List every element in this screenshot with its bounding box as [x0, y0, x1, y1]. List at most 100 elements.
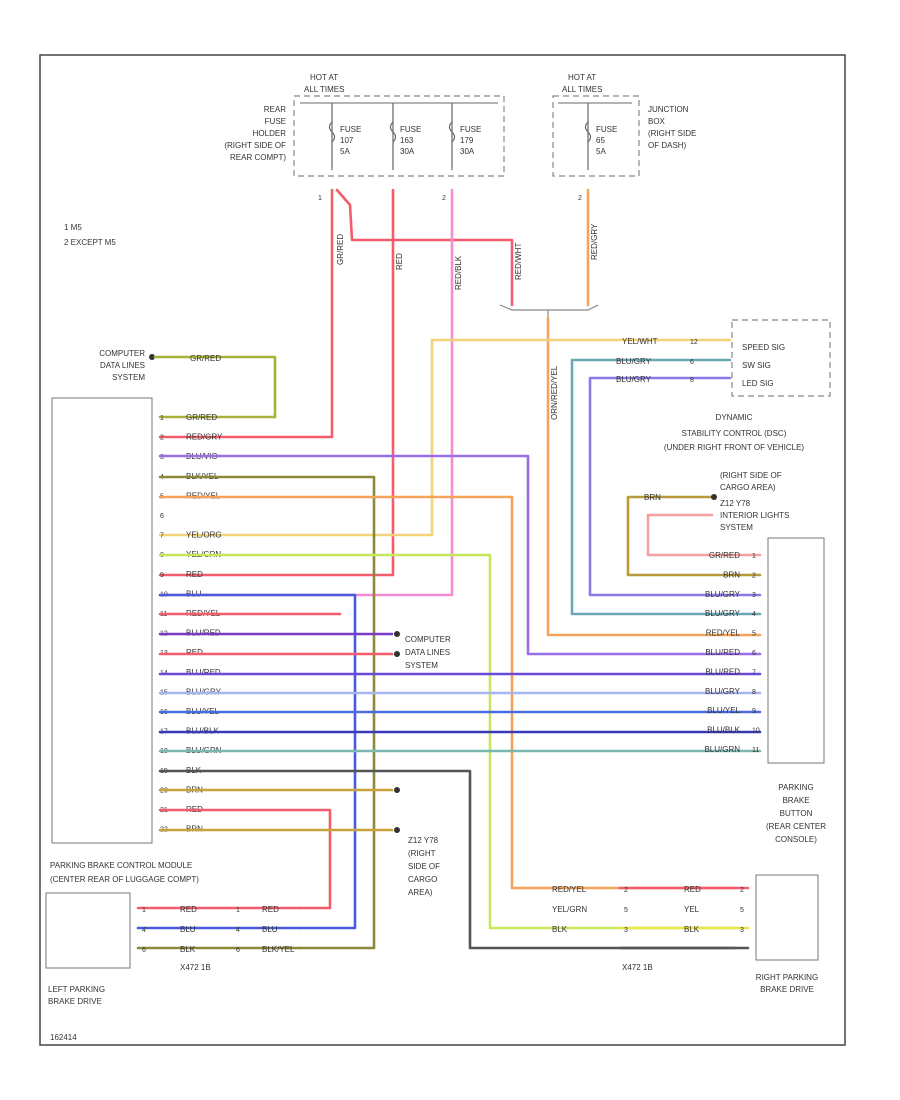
left-drive-label-1: LEFT PARKING	[48, 985, 105, 994]
connector-left-label: X472 1B	[180, 963, 211, 972]
wire-mod10-blue	[158, 593, 357, 930]
dsc-label-1: DYNAMIC	[716, 413, 753, 422]
rear-fuse-holder-1: REAR	[264, 105, 286, 114]
cargo-mid-2: (RIGHT	[408, 849, 436, 858]
fuse-163-num: 163	[400, 136, 414, 145]
fuse-65-symbol	[584, 121, 592, 143]
left-drive-wire-in: BLU	[180, 925, 196, 934]
wire-label-red: RED	[395, 253, 404, 270]
connector-dot-mid-1	[394, 631, 400, 637]
button-pin-wire: GR/RED	[709, 551, 740, 560]
parking-brake-module-box	[51, 397, 153, 844]
rear-fuse-holder-3: HOLDER	[253, 129, 287, 138]
button-pin-wire: RED/YEL	[706, 629, 741, 638]
left-drive-conn-pin: 1	[236, 907, 240, 914]
button-pin-wire: BLU/BLK	[707, 726, 741, 735]
wire-label-red-grn: GR/RED	[336, 234, 345, 265]
wire-interior-red	[646, 513, 762, 557]
note-1: 1 M5	[64, 223, 82, 232]
connector-right-label: X472 1B	[622, 963, 653, 972]
hot-at-left-1: HOT AT	[310, 73, 338, 82]
right-drive-wire-in: YEL/GRN	[552, 905, 587, 914]
dsc-pin-3: 8	[690, 377, 694, 384]
park-button-4: (REAR CENTER	[766, 822, 826, 831]
right-drive-conn-pin: 3	[624, 927, 628, 934]
dsc-wire-1: YEL/WHT	[622, 337, 658, 346]
note-2: 2 EXCEPT M5	[64, 238, 116, 247]
dsc-wire-3: BLU/GRY	[616, 375, 652, 384]
dsc-label-2: STABILITY CONTROL (DSC)	[682, 429, 787, 438]
fuse-163-label: FUSE	[400, 125, 421, 134]
cargo-mid-5: AREA)	[408, 888, 433, 897]
right-drive-conn-pin: 5	[624, 907, 628, 914]
wire-data-gr-red	[153, 355, 277, 419]
fuse-163-symbol	[389, 121, 397, 143]
wire-fuse107-branch-red	[335, 188, 514, 307]
button-pin-number: 4	[752, 611, 756, 618]
cargo-mid-4: CARGO	[408, 875, 437, 884]
left-drive-wire-in: RED	[180, 905, 197, 914]
park-button-3: BUTTON	[780, 809, 813, 818]
junction-box-3: (RIGHT SIDE	[648, 129, 696, 138]
module-pin-wire: RED/GRY	[186, 433, 223, 442]
left-drive-label-2: BRAKE DRIVE	[48, 997, 102, 1006]
button-pin-number: 9	[752, 708, 756, 715]
fuse-107-num: 107	[340, 136, 354, 145]
right-drive-label-1: RIGHT PARKING	[756, 973, 818, 982]
left-drive-wire-out: RED	[262, 905, 279, 914]
button-pin-number: 5	[752, 631, 756, 638]
wire-dsc-yel	[158, 338, 732, 537]
right-drive-wire-out: RED	[684, 885, 701, 894]
right-drive-wire-out: YEL	[684, 905, 700, 914]
button-pin-wire: BLU/YEL	[707, 706, 740, 715]
park-button-1: PARKING	[778, 783, 813, 792]
junction-box-1: JUNCTION	[648, 105, 689, 114]
wire-mod8-ygreen	[158, 553, 737, 930]
button-pin-wire: BLU/RED	[705, 667, 740, 676]
left-drive-pin: 6	[142, 947, 146, 954]
module-pin-number: 1	[160, 415, 164, 422]
fuse-65-num: 65	[596, 136, 605, 145]
dsc-wire-2: BLU/GRY	[616, 357, 652, 366]
left-drive-conn-pin: 6	[236, 947, 240, 954]
module-pin-number: 2	[160, 435, 164, 442]
button-pin-number: 7	[752, 669, 756, 676]
right-drive-wire-in: RED/YEL	[552, 885, 587, 894]
splice-bracket	[499, 304, 599, 311]
right-drive-wire-out: BLK	[684, 925, 700, 934]
right-drive-conn-pin: 2	[624, 887, 628, 894]
wire-label-red-wht: RED/WHT	[514, 243, 523, 280]
computer-data-mid-1: COMPUTER	[405, 635, 451, 644]
fuse-pin-2: 2	[442, 195, 446, 202]
button-pin-wire: BLU/GRY	[705, 687, 741, 696]
fuse-107-label: FUSE	[340, 125, 361, 134]
diagram-frame	[39, 54, 846, 1046]
connector-dot-top	[149, 354, 155, 360]
wire-dsc-teal	[570, 358, 762, 616]
wire-label-red-blk: RED/BLK	[454, 255, 463, 290]
fuse-163-group: FUSE 163 30A	[389, 103, 421, 170]
rear-fuse-holder-box	[293, 95, 505, 177]
parking-brake-button-box	[767, 537, 825, 764]
wire-label-orn-red: ORN/RED/YEL	[550, 365, 559, 420]
button-pin-number: 11	[752, 747, 759, 754]
right-drive-pin: 5	[740, 907, 744, 914]
button-pin-number: 2	[752, 572, 756, 579]
button-pin-wire: BLU/GRY	[705, 590, 741, 599]
fuse-pin-1: 1	[318, 195, 322, 202]
wire-mod19-black	[158, 769, 737, 950]
hot-at-left-2: ALL TIMES	[304, 85, 344, 94]
rear-fuse-holder-2: FUSE	[265, 117, 286, 126]
button-pin-wire: BLU/RED	[705, 648, 740, 657]
junction-box-2: BOX	[648, 117, 666, 126]
computer-data-mid-2: DATA LINES	[405, 648, 450, 657]
fuse-pin-3: 2	[578, 195, 582, 202]
module-pin-number: 6	[160, 513, 164, 520]
module-label-2: (CENTER REAR OF LUGGAGE COMPT)	[50, 875, 199, 884]
fuse-65-group: FUSE 65 5A	[584, 103, 617, 170]
fuse-163-amp: 30A	[400, 147, 415, 156]
right-drive-pin: 3	[740, 927, 744, 934]
computer-data-top-1: COMPUTER	[99, 349, 145, 358]
wire-label-gr-red-top: GR/RED	[190, 354, 221, 363]
